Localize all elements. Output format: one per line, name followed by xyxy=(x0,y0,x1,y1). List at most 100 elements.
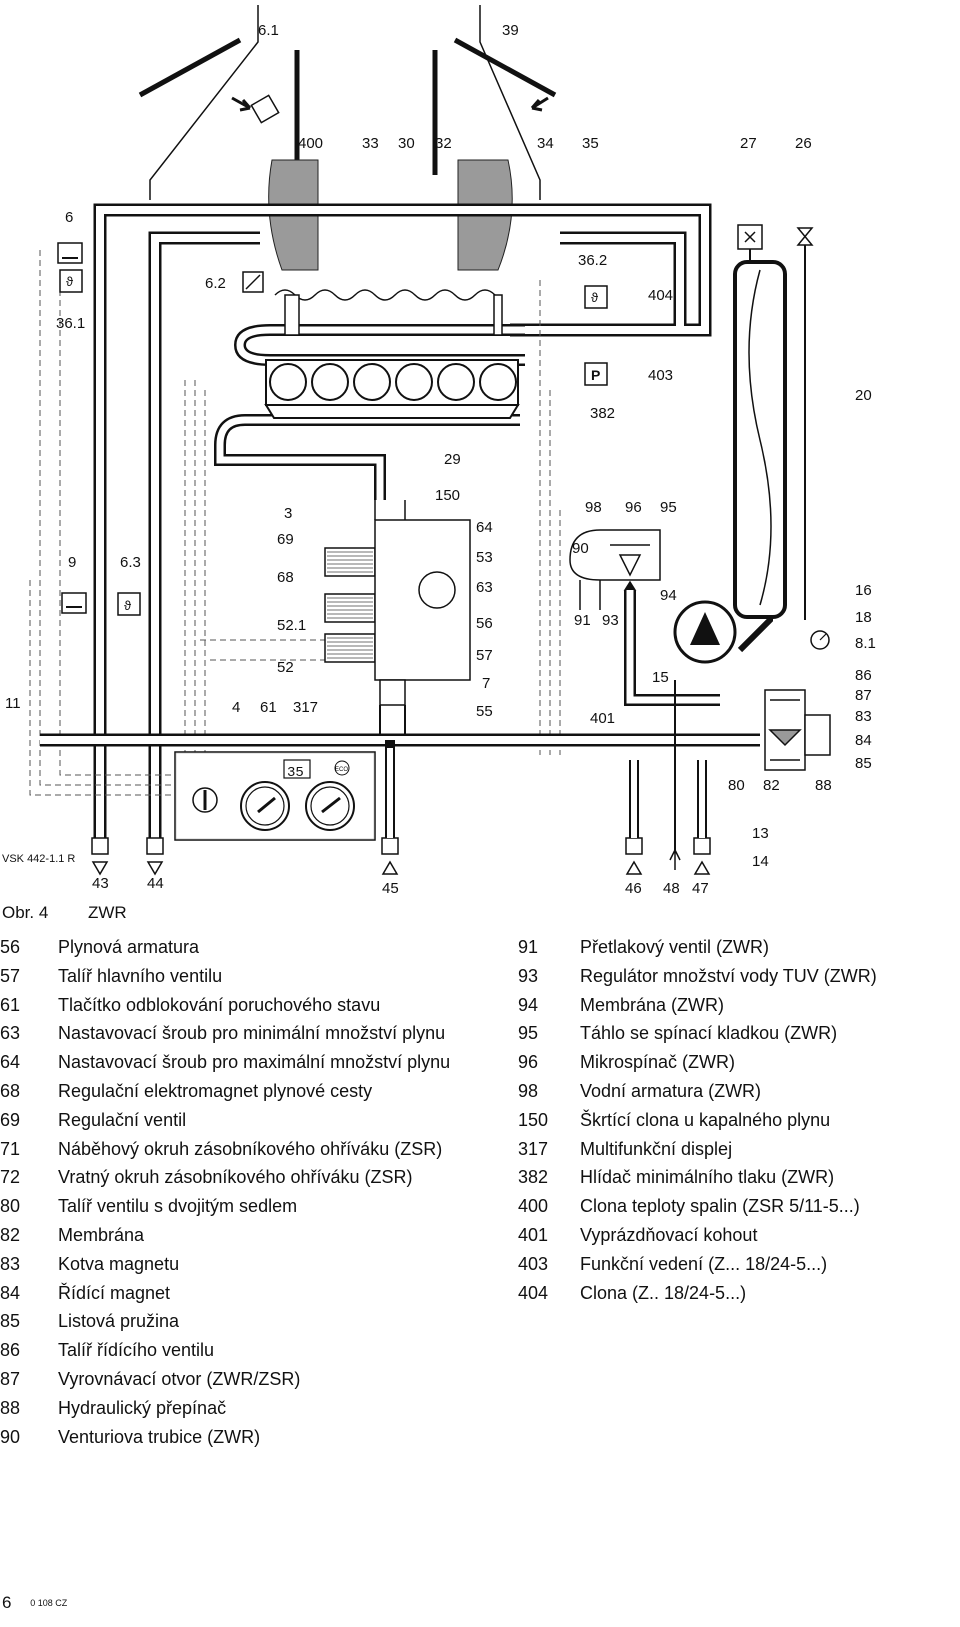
arrow-icon xyxy=(530,96,549,112)
figure-caption-text: ZWR xyxy=(88,903,127,922)
legend-number: 69 xyxy=(0,1109,21,1130)
flue-hood-outline xyxy=(149,5,541,200)
label-53: 53 xyxy=(476,549,493,566)
legend-text: Regulátor množství vody TUV (ZWR) xyxy=(580,965,877,986)
label-30: 30 xyxy=(398,135,415,152)
label-401: 401 xyxy=(590,710,615,727)
label-84: 84 xyxy=(855,732,872,749)
legend-text: Přetlakový ventil (ZWR) xyxy=(580,937,770,957)
legend-item: 63 Nastavovací šroub pro minimální množst… xyxy=(0,1019,465,1048)
label-11: 11 xyxy=(5,695,21,712)
label-32: 32 xyxy=(435,135,452,152)
label-6: 6 xyxy=(65,209,73,226)
label-43: 43 xyxy=(92,875,109,892)
legend-text: Nastavovací šroub pro maximální množství… xyxy=(58,1052,451,1073)
pump-arrow-icon xyxy=(690,612,720,645)
label-34: 34 xyxy=(537,135,554,152)
legend-number: 404 xyxy=(518,1282,549,1303)
label-94: 94 xyxy=(660,587,677,604)
label-404: 404 xyxy=(648,287,673,304)
legend-item: 69 Regulační ventil xyxy=(0,1106,465,1135)
legend-text: Talíř hlavního ventilu xyxy=(58,965,223,986)
legend-number: 382 xyxy=(518,1167,549,1188)
label-27: 27 xyxy=(740,135,757,152)
label-52-1: 52.1 xyxy=(277,617,306,634)
legend-text: Regulační ventil xyxy=(58,1109,187,1130)
label-7: 7 xyxy=(482,675,490,692)
label-45: 45 xyxy=(382,880,399,897)
water-pipes-inner xyxy=(96,206,562,850)
legend-number: 87 xyxy=(0,1368,21,1389)
label-48: 48 xyxy=(663,880,680,897)
legend-number: 88 xyxy=(0,1397,21,1418)
gas-valve-hatch xyxy=(327,551,373,659)
label-3: 3 xyxy=(284,505,292,522)
label-14: 14 xyxy=(752,853,769,870)
label-88: 88 xyxy=(815,777,832,794)
label-63: 63 xyxy=(476,579,493,596)
label-96: 96 xyxy=(625,499,642,516)
legend-number: 94 xyxy=(518,994,539,1015)
heat-exchanger-inner xyxy=(216,326,525,500)
water-pipes-right xyxy=(510,203,712,337)
label-8-1: 8.1 xyxy=(855,635,876,652)
label-36-2: 36.2 xyxy=(578,252,607,269)
burner-row xyxy=(264,359,520,419)
legend-text: Nastavovací šroub pro minimální množství… xyxy=(58,1023,446,1044)
label-64: 64 xyxy=(476,519,493,536)
label-61: 61 xyxy=(260,699,277,716)
label-150: 150 xyxy=(435,487,460,504)
pipe-stub-inner xyxy=(387,748,705,838)
legend-text: Vratný okruh zásobníkového ohříváku (ZSR… xyxy=(58,1167,413,1188)
label-95: 95 xyxy=(660,499,677,516)
legend-text: Plynová armatura xyxy=(58,937,200,957)
pipe-stub xyxy=(385,740,707,838)
label-20: 20 xyxy=(855,387,872,404)
legend-text: Funkční vedení (Z... 18/24-5...) xyxy=(580,1253,828,1274)
valves-top xyxy=(737,224,814,250)
legend-number: 86 xyxy=(0,1340,21,1361)
legend-number: 56 xyxy=(0,937,21,957)
label-83: 83 xyxy=(855,708,872,725)
label-68: 68 xyxy=(277,569,294,586)
label-80: 80 xyxy=(728,777,745,794)
water-armature xyxy=(569,529,661,610)
legend-number: 400 xyxy=(518,1196,549,1217)
label-35: 35 xyxy=(582,135,599,152)
legend-number: 95 xyxy=(518,1023,539,1044)
label-86: 86 xyxy=(855,667,872,684)
theta-icon: ϑ xyxy=(124,598,132,613)
legend-number: 63 xyxy=(0,1023,21,1044)
label-39: 39 xyxy=(502,22,519,39)
label-52: 52 xyxy=(277,659,294,676)
electrode xyxy=(284,294,300,336)
legend-text: Mikrospínač (ZWR) xyxy=(580,1052,736,1073)
display-value: 35 xyxy=(287,765,304,781)
legend-item: 94 Membrána (ZWR) xyxy=(518,991,958,1020)
electrode xyxy=(493,294,503,336)
legend-text: Membrána (ZWR) xyxy=(580,994,725,1015)
legend-text: Regulační elektromagnet plynové cesty xyxy=(58,1080,373,1101)
legend-number: 401 xyxy=(518,1224,549,1245)
label-6-2: 6.2 xyxy=(205,275,226,292)
legend-text: Hydraulický přepínač xyxy=(58,1397,227,1418)
legend-number: 83 xyxy=(0,1253,21,1274)
flame-line xyxy=(274,289,496,301)
legend-number: 71 xyxy=(0,1138,21,1159)
sensors xyxy=(57,242,608,616)
label-69: 69 xyxy=(277,531,294,548)
legend-item: 56 Plynová armatura xyxy=(0,933,465,962)
eco-label: ECO xyxy=(335,767,348,773)
